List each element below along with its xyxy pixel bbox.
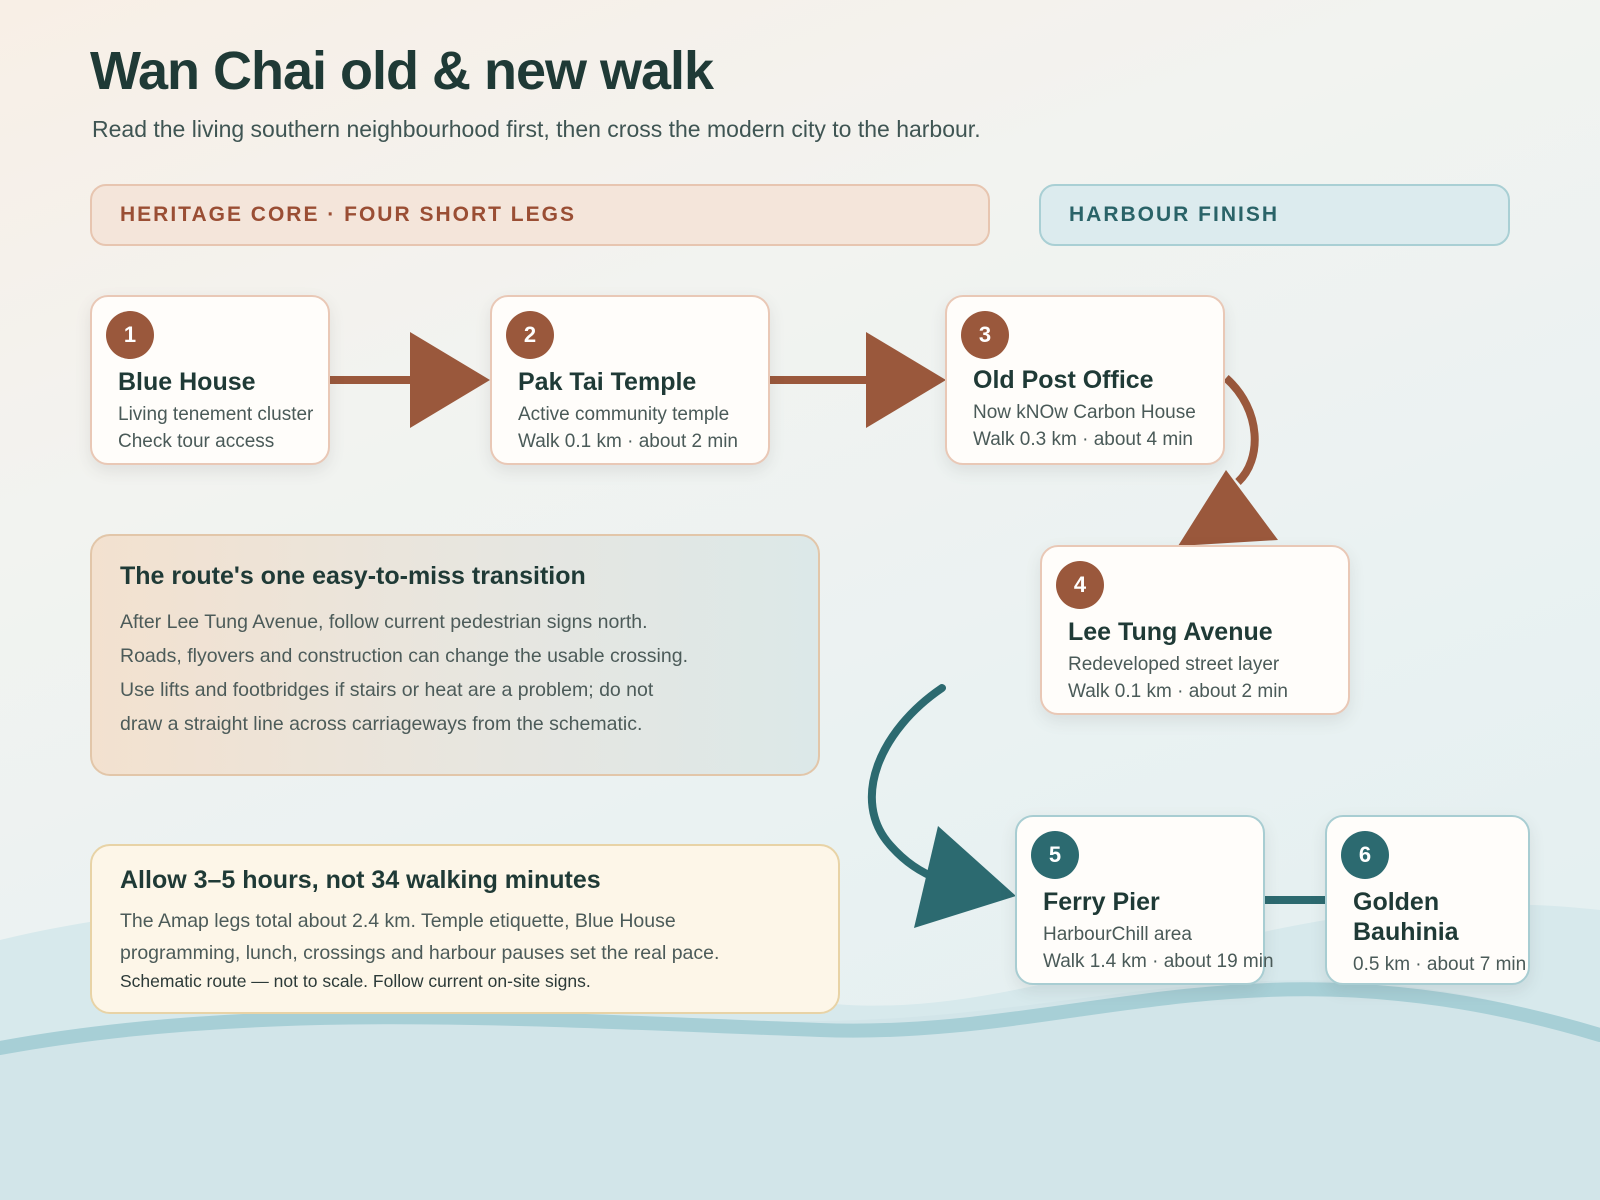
stop-name: Blue House xyxy=(118,368,256,396)
stop-card-ferry-pier[interactable]: 5 Ferry Pier HarbourChill area Walk 1.4 … xyxy=(1015,815,1274,985)
stop-description: Active community temple xyxy=(518,404,730,425)
transition-note-line: draw a straight line across carriageways… xyxy=(120,713,643,735)
schematic-disclaimer: Schematic route — not to scale. Follow c… xyxy=(120,971,591,991)
stop-number-badge: 3 xyxy=(961,311,1009,359)
page-subtitle: Read the living southern neighbourhood f… xyxy=(92,116,981,142)
stop-description: Now kNOw Carbon House xyxy=(973,402,1196,423)
time-allowance-line: programming, lunch, crossings and harbou… xyxy=(120,942,720,964)
stop-name: Ferry Pier xyxy=(1043,888,1160,916)
stop-number-badge: 4 xyxy=(1056,561,1104,609)
transition-note-title: The route's one easy-to-miss transition xyxy=(120,562,586,590)
stop-name: Lee Tung Avenue xyxy=(1068,618,1273,646)
harbour-finish-band-label: HARBOUR FINISH xyxy=(1069,203,1279,226)
stop-card-blue-house[interactable]: 1 Blue House Living tenement cluster Che… xyxy=(90,295,330,465)
transition-note-line: After Lee Tung Avenue, follow current pe… xyxy=(120,611,648,633)
heritage-core-band-label: HERITAGE CORE · FOUR SHORT LEGS xyxy=(120,203,576,226)
stop-walk-info: 0.5 km · about 7 min xyxy=(1353,954,1527,975)
stop-card-lee-tung-avenue[interactable]: 4 Lee Tung Avenue Redeveloped street lay… xyxy=(1040,545,1350,715)
stop-name: Golden Bauhinia xyxy=(1353,887,1528,947)
stop-walk-info: Walk 1.4 km · about 19 min xyxy=(1043,951,1274,972)
heritage-core-band: HERITAGE CORE · FOUR SHORT LEGS xyxy=(90,184,990,246)
stop-card-golden-bauhinia[interactable]: 6 Golden Bauhinia 0.5 km · about 7 min xyxy=(1325,815,1530,985)
page-title: Wan Chai old & new walk xyxy=(90,41,714,101)
harbour-finish-band: HARBOUR FINISH xyxy=(1039,184,1510,246)
stop-detail: Check tour access xyxy=(118,431,275,452)
time-allowance-panel: Allow 3–5 hours, not 34 walking minutes … xyxy=(90,844,840,1014)
stop-description: Redeveloped street layer xyxy=(1068,654,1280,675)
transition-note-line: Use lifts and footbridges if stairs or h… xyxy=(120,679,654,701)
stop-walk-info: Walk 0.1 km · about 2 min xyxy=(518,431,738,452)
time-allowance-title: Allow 3–5 hours, not 34 walking minutes xyxy=(120,866,601,894)
stop-description: HarbourChill area xyxy=(1043,924,1192,945)
stop-name: Old Post Office xyxy=(973,366,1154,394)
stop-number-badge: 5 xyxy=(1031,831,1079,879)
stop-number-badge: 6 xyxy=(1341,831,1389,879)
transition-note-panel: The route's one easy-to-miss transition … xyxy=(90,534,820,776)
stop-card-old-post-office[interactable]: 3 Old Post Office Now kNOw Carbon House … xyxy=(945,295,1225,465)
stop-walk-info: Walk 0.3 km · about 4 min xyxy=(973,429,1193,450)
stop-number-badge: 2 xyxy=(506,311,554,359)
stop-number-badge: 1 xyxy=(106,311,154,359)
transition-note-line: Roads, flyovers and construction can cha… xyxy=(120,645,688,667)
stop-name-line-2: Bauhinia xyxy=(1353,918,1459,946)
stop-name-line-1: Golden xyxy=(1353,888,1440,916)
stop-description: Living tenement cluster xyxy=(118,404,314,425)
stop-card-pak-tai-temple[interactable]: 2 Pak Tai Temple Active community temple… xyxy=(490,295,770,465)
stop-walk-info: Walk 0.1 km · about 2 min xyxy=(1068,681,1288,702)
stop-name: Pak Tai Temple xyxy=(518,368,697,396)
harbour-shoreline xyxy=(0,982,1600,1055)
time-allowance-line: The Amap legs total about 2.4 km. Temple… xyxy=(120,910,676,932)
